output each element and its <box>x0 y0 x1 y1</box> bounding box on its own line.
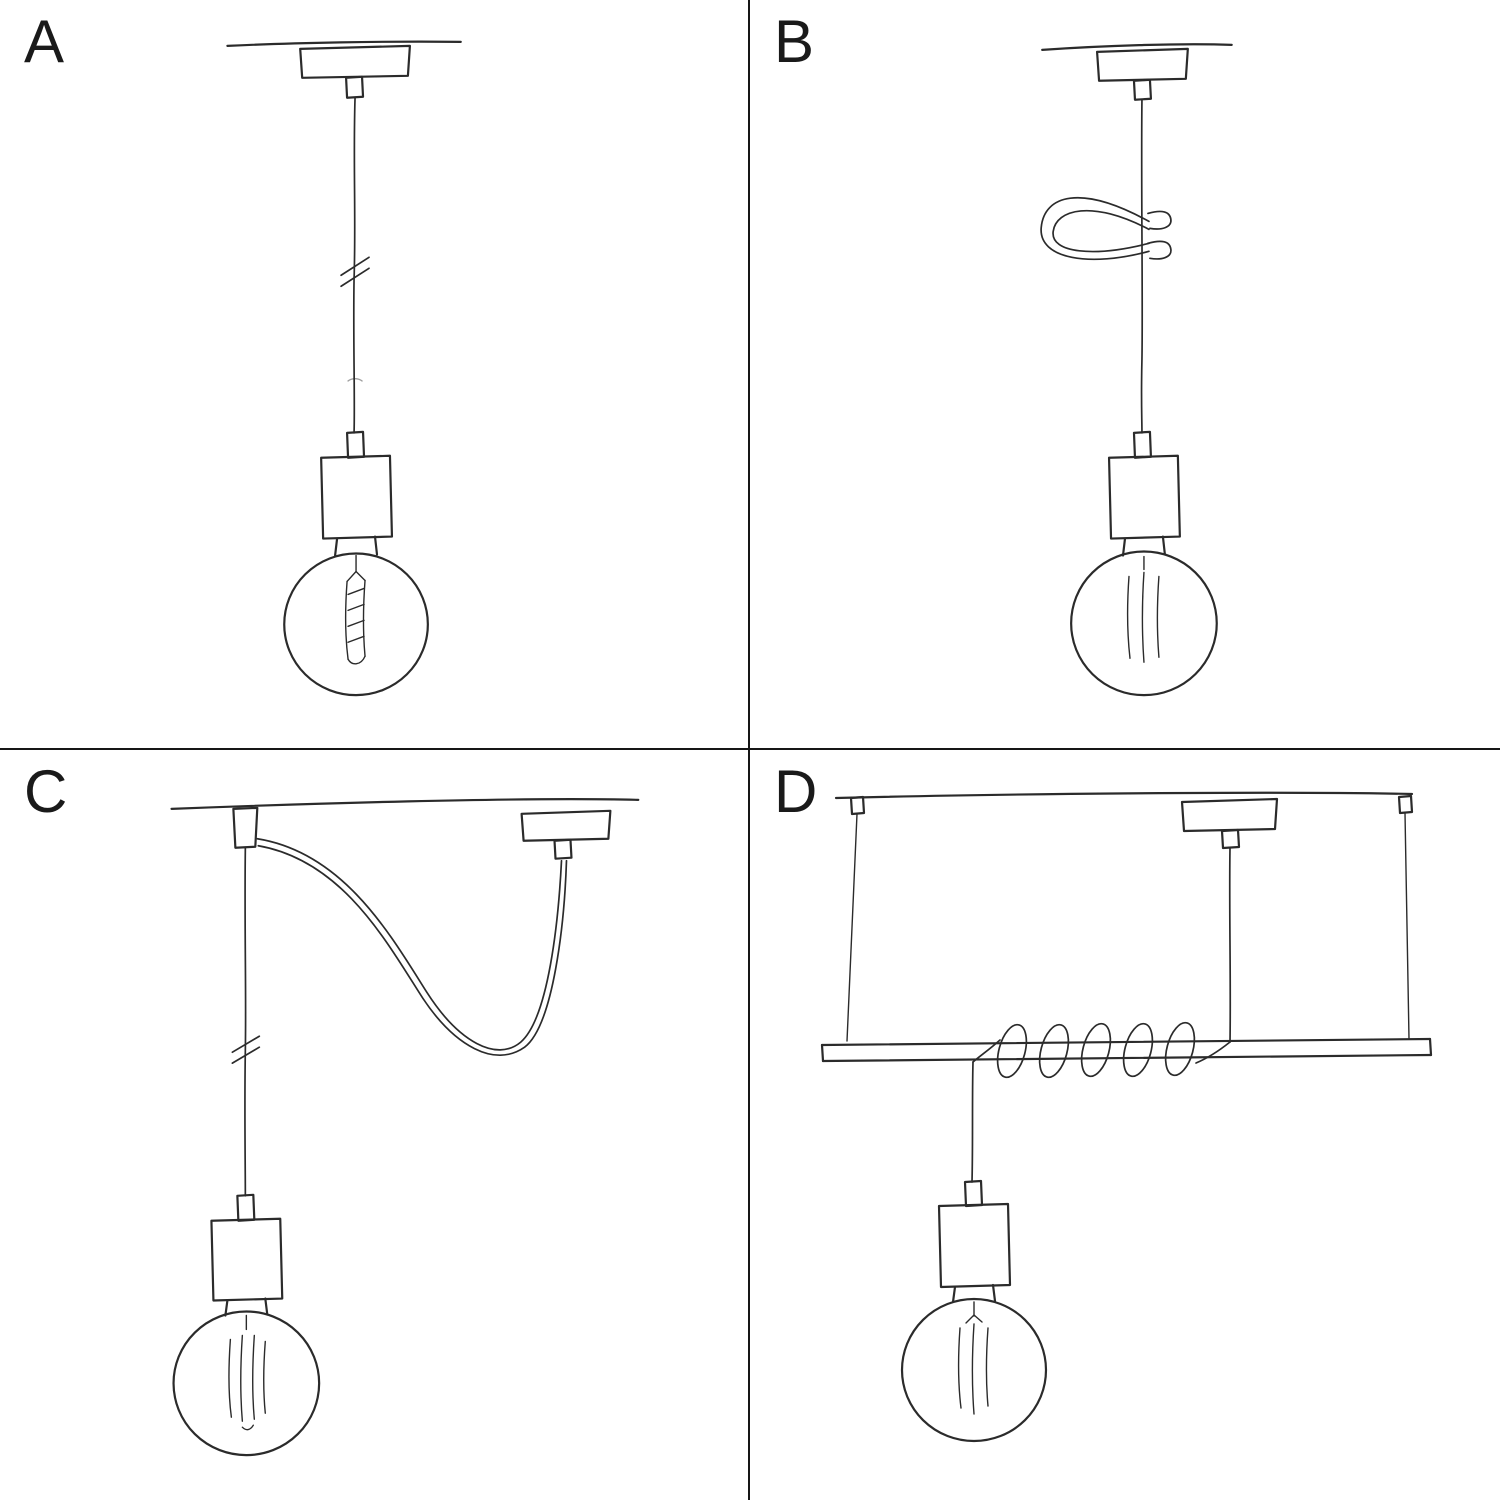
ceiling-line <box>170 798 640 810</box>
panel-label-a: A <box>24 8 65 75</box>
pendant-cable-decentralizer-sketch <box>1040 43 1233 697</box>
cable-length-break-marks <box>231 1035 261 1065</box>
pendant-cable <box>352 96 356 434</box>
cable-wraps-around-bar <box>972 1021 1231 1079</box>
panel-label-b: B <box>774 8 815 75</box>
light-bulb <box>283 552 429 697</box>
pendant-cable <box>1228 847 1232 1043</box>
cable-decentralizer-loop <box>1040 197 1172 261</box>
lamp-holder <box>937 1179 1012 1304</box>
panel-a: A <box>0 0 750 750</box>
ceiling-line <box>226 40 462 47</box>
panel-b: B <box>750 0 1500 750</box>
pendant-wrapped-bar-sketch <box>820 791 1433 1443</box>
ceiling-hook <box>232 806 259 849</box>
light-bulb <box>1070 550 1218 697</box>
ceiling-rose <box>1095 47 1189 101</box>
ceiling-rose <box>299 44 412 99</box>
bulb-filament <box>957 1301 989 1415</box>
bulb-filament <box>228 1314 266 1431</box>
ceiling-rose <box>520 809 612 860</box>
bulb-filament <box>344 554 366 665</box>
lamp-holder <box>320 430 394 557</box>
ceiling-rose <box>1180 797 1279 850</box>
light-bulb <box>172 1310 321 1457</box>
light-bulb <box>900 1297 1048 1443</box>
swag-cable <box>256 837 568 1056</box>
ceiling-line <box>834 791 1414 800</box>
pendant-cable <box>244 846 247 1197</box>
panel-label-d: D <box>774 758 818 825</box>
suspension-wire-right <box>1397 794 1414 1040</box>
panel-d: D <box>750 750 1500 1500</box>
lamp-holder <box>1107 430 1181 557</box>
panel-label-c: C <box>24 758 68 825</box>
cable-length-break-marks <box>340 256 370 382</box>
panel-c: C <box>0 750 750 1500</box>
pendant-swag-cable-sketch <box>170 798 640 1457</box>
suspension-wire-left <box>846 795 866 1042</box>
pendant-cable <box>1140 98 1144 434</box>
lamp-holder <box>210 1193 284 1317</box>
drop-cable <box>971 1061 974 1183</box>
bulb-filament <box>1126 555 1160 663</box>
pendant-straight-cable-sketch <box>226 40 462 697</box>
ceiling-line <box>1041 43 1233 51</box>
